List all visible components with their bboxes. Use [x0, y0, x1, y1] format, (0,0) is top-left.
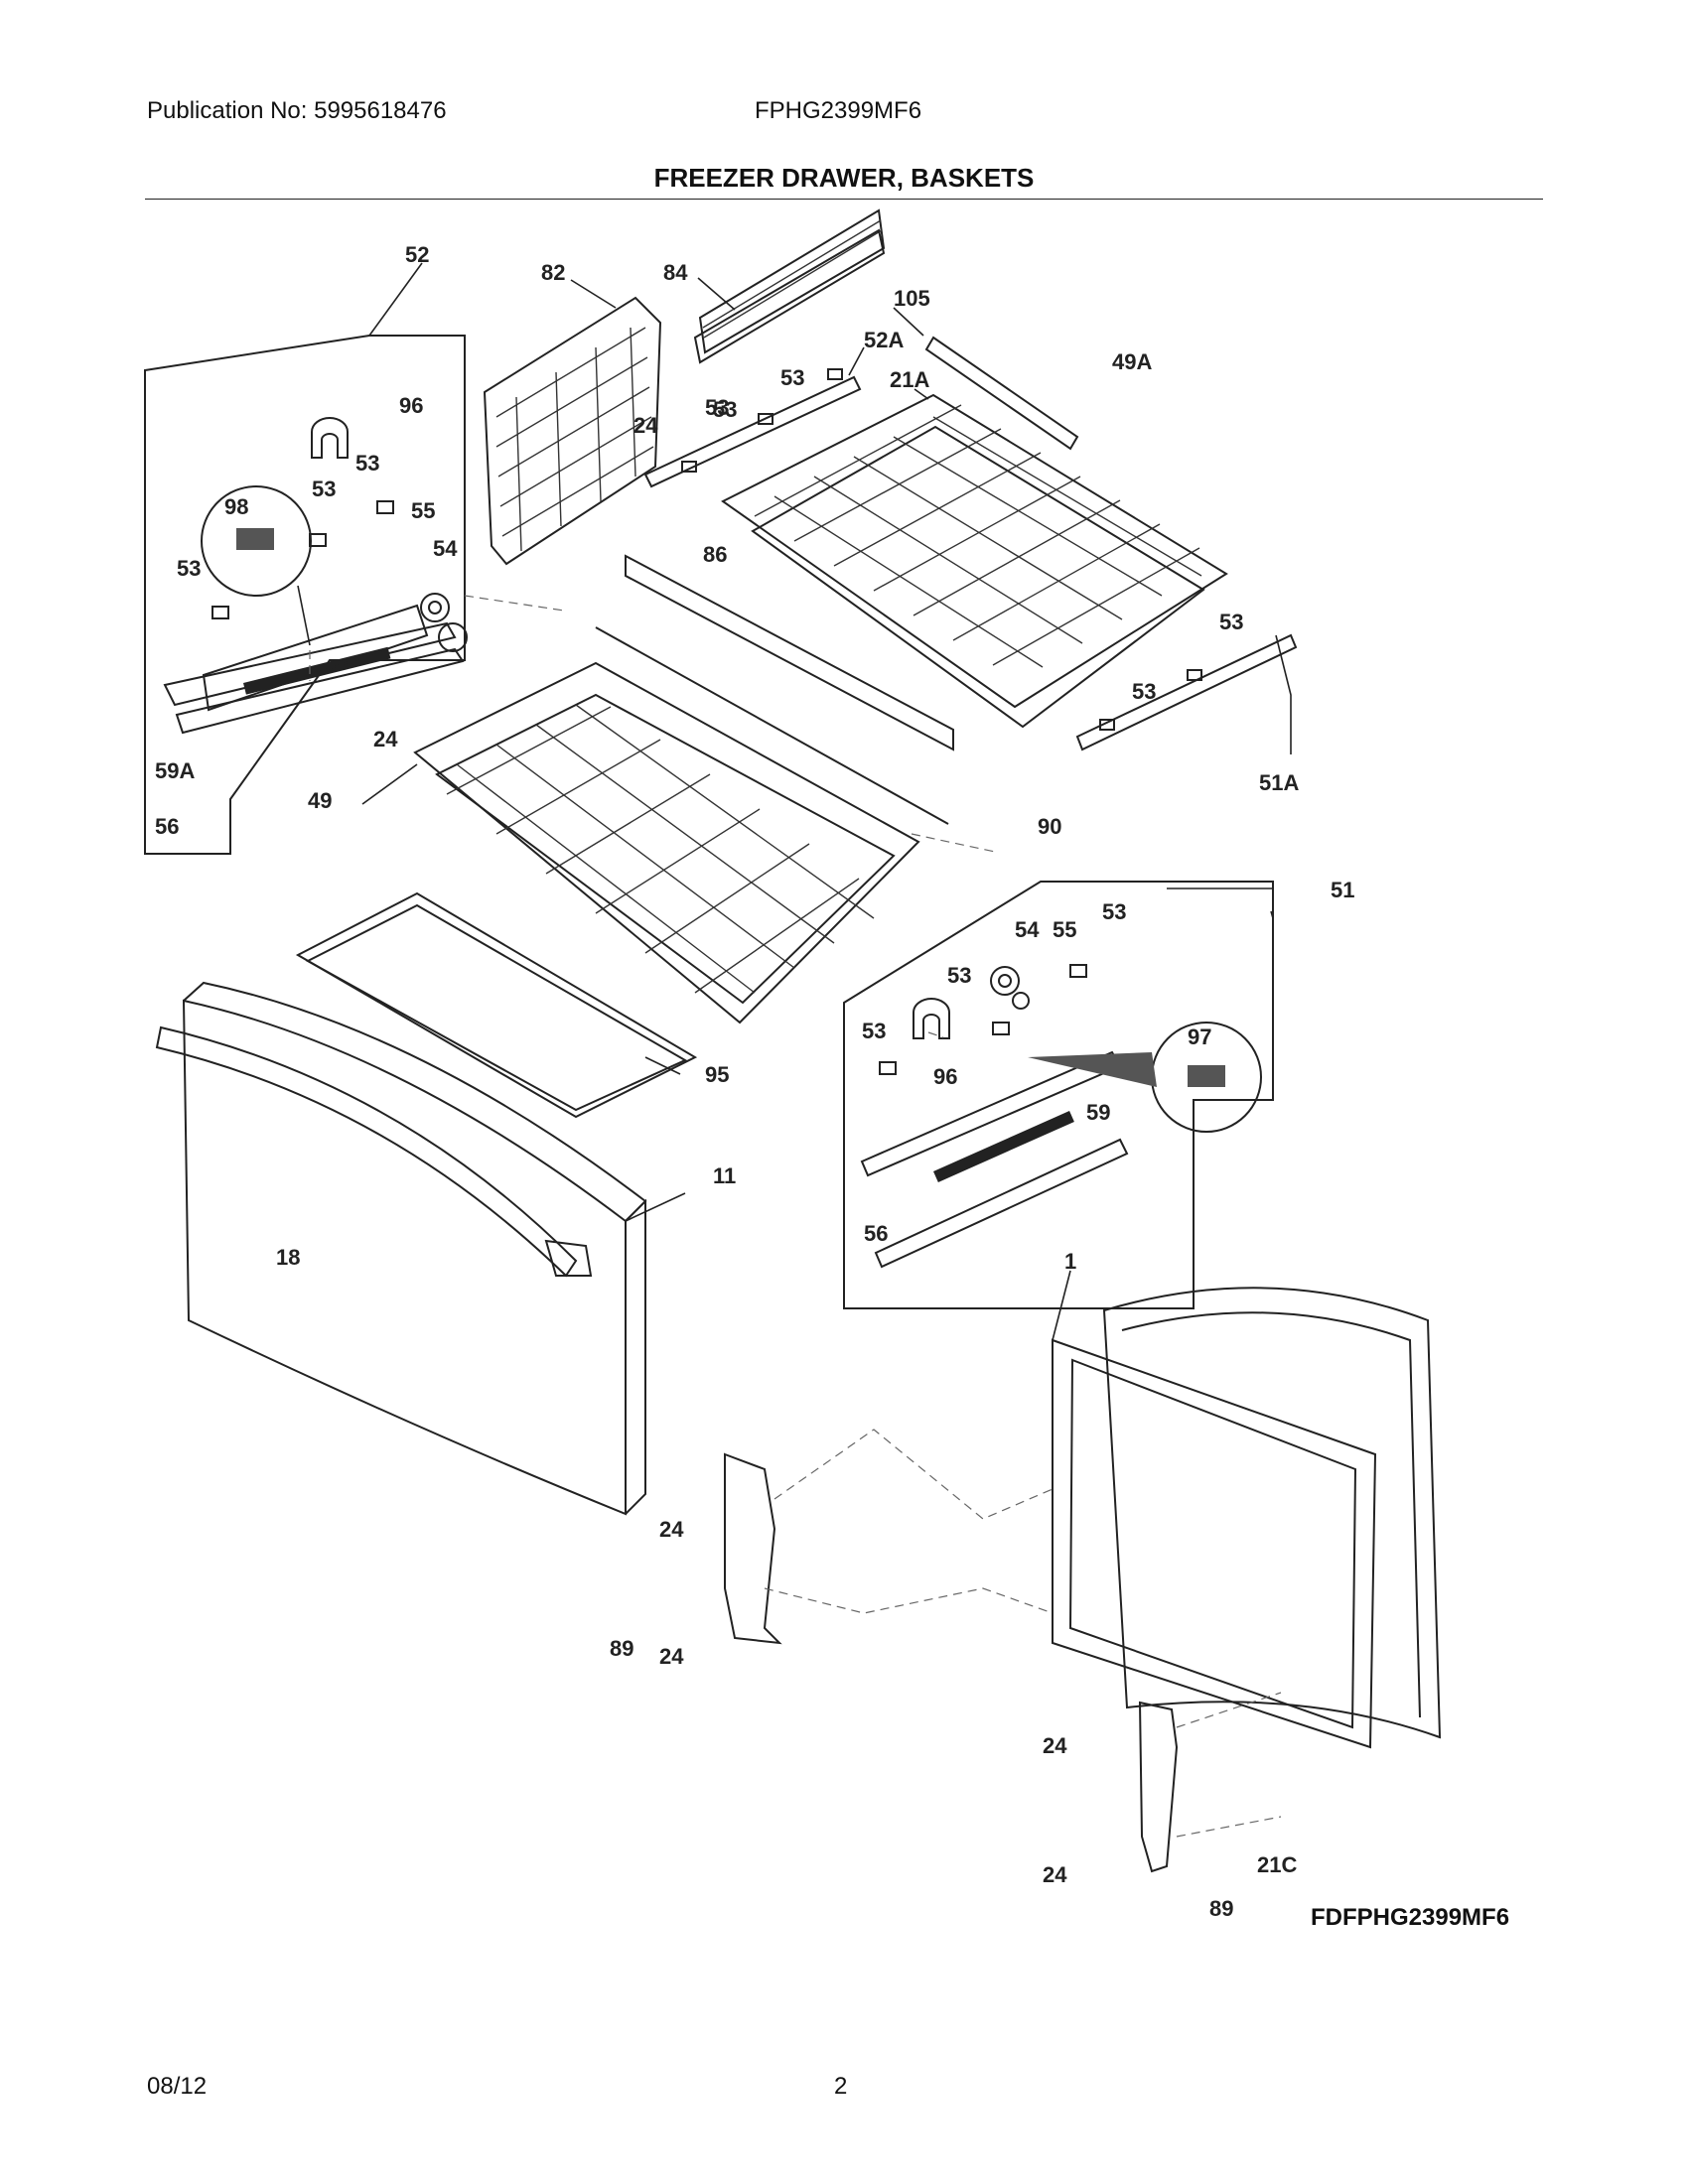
callout-24: 24	[1043, 1733, 1067, 1758]
callout-53: 53	[862, 1019, 886, 1043]
callout-98: 98	[224, 494, 248, 519]
right-rail-inset	[843, 881, 1274, 1309]
callout-11: 11	[713, 1163, 736, 1188]
callout-51a: 51A	[1259, 770, 1299, 795]
callout-56: 56	[155, 814, 179, 839]
leader-lines	[361, 262, 1292, 1341]
callout-53: 53	[713, 397, 737, 422]
callout-53: 53	[1219, 610, 1243, 634]
callout-53: 53	[1102, 899, 1126, 924]
dividers	[483, 208, 1079, 566]
drawer-frame	[1052, 1287, 1442, 1749]
callout-54: 54	[433, 536, 458, 561]
callout-96: 96	[399, 393, 423, 418]
callout-52a: 52A	[864, 328, 904, 352]
callout-105: 105	[894, 286, 930, 311]
model-number: FPHG2399MF6	[755, 97, 922, 124]
callout-53: 53	[780, 365, 804, 390]
callout-49: 49	[308, 788, 332, 813]
callout-54: 54	[1015, 917, 1040, 942]
drawer-front	[155, 981, 647, 1516]
callout-24: 24	[659, 1517, 684, 1542]
header-rule	[145, 199, 1543, 200]
callout-82: 82	[541, 260, 565, 285]
callout-1: 1	[1064, 1249, 1076, 1274]
left-rail-inset	[144, 335, 468, 855]
callout-55: 55	[411, 498, 435, 523]
publication-date: 08/12	[147, 2073, 208, 2100]
callout-21c: 21C	[1257, 1852, 1297, 1877]
callout-49a: 49A	[1112, 349, 1152, 374]
callout-97: 97	[1188, 1024, 1211, 1049]
callout-86: 86	[703, 542, 727, 567]
tray	[295, 891, 698, 1119]
callout-89: 89	[1209, 1896, 1233, 1921]
brackets	[724, 1452, 1179, 1873]
page-number: 2	[834, 2073, 848, 2100]
callout-59a: 59A	[155, 758, 195, 783]
callout-52: 52	[405, 242, 429, 267]
callout-55: 55	[1053, 917, 1076, 942]
publication-number: Publication No: 5995618476	[147, 97, 447, 124]
callout-51: 51	[1331, 878, 1354, 902]
callout-53: 53	[947, 963, 971, 988]
callout-labels: 52 82 84 105 52A 21A 53 53 24 53 96 53 5…	[155, 242, 1354, 1921]
callout-90: 90	[1038, 814, 1061, 839]
callout-18: 18	[276, 1245, 300, 1270]
callout-53: 53	[355, 451, 379, 476]
page-title: FREEZER DRAWER, BASKETS	[653, 163, 1035, 193]
upper-basket	[625, 368, 1298, 751]
callout-21a: 21A	[890, 367, 929, 392]
callout-53: 53	[177, 556, 201, 581]
alignment-lines	[464, 595, 1282, 1838]
callout-84: 84	[663, 260, 688, 285]
callout-24: 24	[633, 413, 658, 438]
callout-53: 53	[705, 395, 729, 420]
callout-53: 53	[1132, 679, 1156, 704]
callout-24: 24	[373, 727, 398, 751]
callout-89: 89	[610, 1636, 633, 1661]
callout-24: 24	[1043, 1862, 1067, 1887]
diagram-code: FDFPHG2399MF6	[1311, 1904, 1510, 1931]
lower-basket	[413, 626, 949, 1024]
callout-96: 96	[933, 1064, 957, 1089]
callout-24: 24	[659, 1644, 684, 1669]
callout-95: 95	[705, 1062, 729, 1087]
callout-59: 59	[1086, 1100, 1110, 1125]
callout-53: 53	[312, 477, 336, 501]
callout-56: 56	[864, 1221, 888, 1246]
